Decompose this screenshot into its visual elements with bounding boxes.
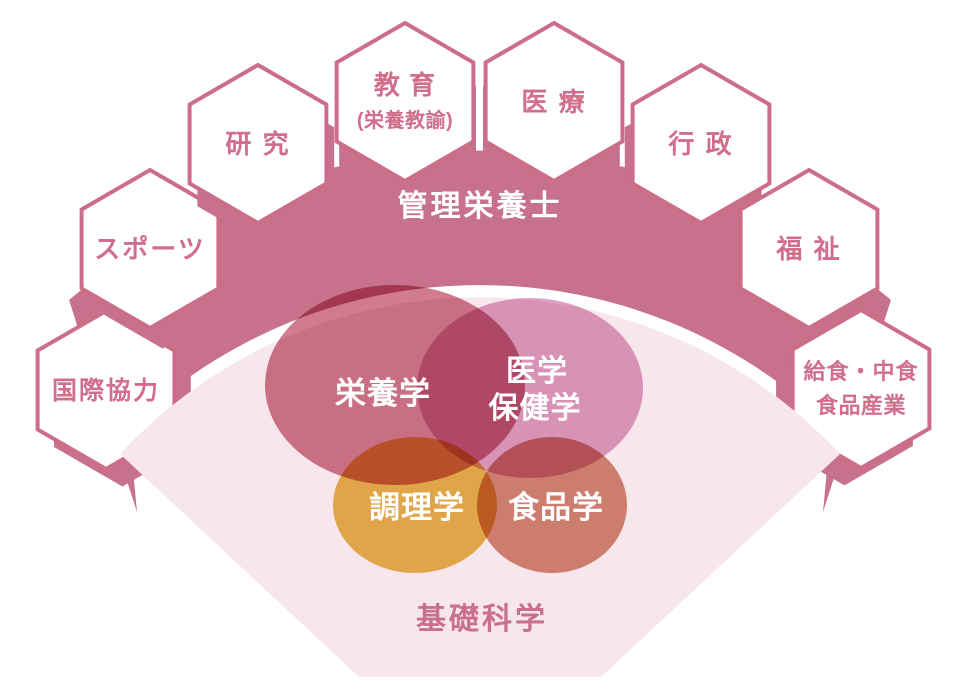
hexagon-kenkyu xyxy=(187,62,329,226)
hexagon-label-fukushi: 福 祉 xyxy=(775,234,841,264)
hexagon-label2-kyushoku: 食品産業 xyxy=(816,393,907,418)
hexagon-label-kyoiku: 教 育 xyxy=(374,70,436,100)
venn-ellipse-shokuhingaku xyxy=(477,437,627,573)
hexagon-kokusai xyxy=(35,308,177,472)
venn-label2-igakuhoken: 保健学 xyxy=(489,391,582,425)
band-title: 管理栄養士 xyxy=(398,190,563,223)
hexagon-iryo xyxy=(483,20,625,184)
venn-label-chorigaku: 調理学 xyxy=(369,490,465,525)
hexagon-label-iryo: 医 療 xyxy=(521,87,586,117)
venn-label-igakuhoken: 医学 xyxy=(506,354,568,388)
hexagon-label-kyushoku: 給食・中食 xyxy=(803,359,918,384)
venn-group xyxy=(265,285,643,573)
hexagon-kyoiku xyxy=(334,20,476,184)
base-science-label: 基礎科学 xyxy=(416,602,548,636)
hexagon-gyosei xyxy=(630,62,772,226)
venn-label-eiyogaku: 栄養学 xyxy=(335,376,431,411)
venn-label-shokuhingaku: 食品学 xyxy=(508,490,604,525)
hexagon-label-gyosei: 行 政 xyxy=(667,129,733,159)
hexagon-fukushi xyxy=(738,167,880,331)
hexagon-label-kokusai: 国際協力 xyxy=(52,377,160,405)
hexagon-label2-kyoiku: (栄養教諭) xyxy=(357,108,453,132)
hexagon-label-kenkyu: 研 究 xyxy=(225,129,290,159)
venn-ellipse-igakuhoken xyxy=(417,298,643,478)
hexagon-kyushoku xyxy=(790,307,932,471)
hexagon-label-sports: スポーツ xyxy=(94,234,205,264)
venn-ellipse-chorigaku xyxy=(333,437,497,573)
